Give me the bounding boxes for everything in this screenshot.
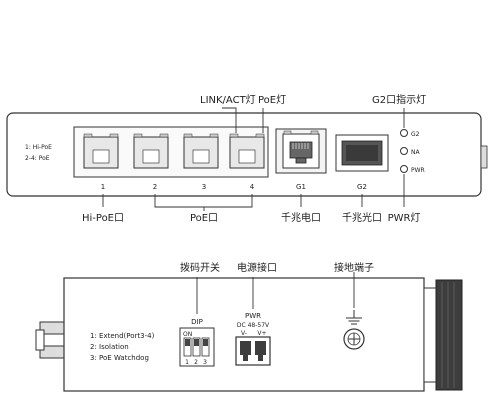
g1-led-right bbox=[310, 130, 319, 135]
bottom-panel: DIP ON 1 2 3 1: Extend(Port3-4) 2: Isola… bbox=[35, 261, 463, 392]
heat-sink bbox=[423, 279, 463, 391]
g2-indicator-led bbox=[400, 129, 408, 137]
front-callout-lines bbox=[102, 107, 405, 211]
dip-number-3: 3 bbox=[203, 359, 207, 366]
rj45-port-3[interactable] bbox=[183, 133, 219, 169]
link-led-4 bbox=[255, 133, 265, 138]
dip-switch-2[interactable] bbox=[192, 337, 201, 357]
na-indicator-label: NA bbox=[411, 149, 420, 156]
g1-led-left bbox=[283, 130, 292, 135]
port-legend-poe: 2-4: PoE bbox=[25, 155, 50, 162]
callout-gigabit-electrical: 千兆电口 bbox=[281, 211, 321, 224]
poe-led-3 bbox=[183, 133, 193, 138]
callout-hi-poe-port: Hi-PoE口 bbox=[82, 213, 124, 224]
callout-ground-terminal: 接地端子 bbox=[334, 261, 374, 274]
dip-on-label: ON bbox=[183, 331, 192, 338]
poe-led-2 bbox=[133, 133, 143, 138]
rj45-port-4[interactable] bbox=[229, 133, 265, 169]
callout-link-act: LINK/ACT灯 bbox=[200, 94, 256, 106]
port-number-3: 3 bbox=[202, 183, 206, 191]
callout-gigabit-optical: 千兆光口 bbox=[342, 211, 382, 224]
g2-label: G2 bbox=[357, 183, 367, 191]
dip-switch-1[interactable] bbox=[183, 337, 192, 357]
dip-number-1: 1 bbox=[185, 359, 189, 366]
front-panel: 1: Hi-PoE 2-4: PoE bbox=[6, 93, 488, 224]
port-number-2: 2 bbox=[153, 183, 157, 191]
callout-g2-indicator: G2口指示灯 bbox=[372, 93, 426, 106]
pwr-polarity-plus: V+ bbox=[257, 330, 266, 337]
dip-desc-2: 2: Isolation bbox=[90, 343, 129, 351]
poe-led-1 bbox=[83, 133, 93, 138]
na-indicator-led bbox=[400, 147, 408, 155]
callout-poe-led: PoE灯 bbox=[258, 94, 286, 106]
dip-number-2: 2 bbox=[194, 359, 198, 366]
sfp-port-g2[interactable] bbox=[335, 134, 389, 172]
dip-title: DIP bbox=[191, 318, 203, 326]
ground-terminal[interactable] bbox=[343, 328, 365, 350]
bottom-panel-body bbox=[63, 277, 425, 392]
callout-pwr-led: PWR灯 bbox=[388, 212, 421, 224]
rj45-port-block bbox=[73, 126, 269, 178]
pwr-title: PWR bbox=[245, 312, 261, 320]
dip-desc-3: 3: PoE Watchdog bbox=[90, 354, 149, 362]
indicator-leds: G2 NA PWR bbox=[400, 129, 425, 174]
rj45-uplink-g1[interactable] bbox=[275, 128, 327, 174]
rj45-port-1[interactable] bbox=[83, 133, 119, 169]
callout-poe-ports: PoE口 bbox=[190, 213, 218, 224]
g2-indicator-label: G2 bbox=[411, 131, 420, 138]
port-number-4: 4 bbox=[250, 183, 255, 191]
pwr-spec: DC 48-57V bbox=[237, 322, 270, 329]
poe-led-4 bbox=[229, 133, 239, 138]
link-led-1 bbox=[109, 133, 119, 138]
bottom-callout-lines bbox=[196, 272, 355, 314]
link-led-2 bbox=[159, 133, 169, 138]
callout-dip-switch: 拨码开关 bbox=[180, 261, 220, 274]
rj45-port-2[interactable] bbox=[133, 133, 169, 169]
dip-desc-1: 1: Extend(Port3-4) bbox=[90, 332, 155, 340]
pwr-polarity-minus: V- bbox=[241, 330, 247, 337]
callout-power-port: 电源接口 bbox=[237, 261, 277, 274]
pwr-indicator-led bbox=[400, 165, 408, 173]
din-rail-clip bbox=[35, 321, 65, 359]
port-legend-hi-poe: 1: Hi-PoE bbox=[25, 144, 52, 151]
ground-symbol-icon bbox=[346, 310, 362, 325]
port-number-1: 1 bbox=[101, 183, 105, 191]
link-led-3 bbox=[209, 133, 219, 138]
pwr-indicator-label: PWR bbox=[411, 167, 425, 174]
dip-switch: ON 1 2 3 bbox=[179, 327, 215, 367]
g1-label: G1 bbox=[296, 183, 306, 191]
front-panel-side-bracket bbox=[480, 145, 488, 169]
power-terminal[interactable] bbox=[235, 336, 271, 366]
dip-switch-3[interactable] bbox=[201, 337, 210, 357]
